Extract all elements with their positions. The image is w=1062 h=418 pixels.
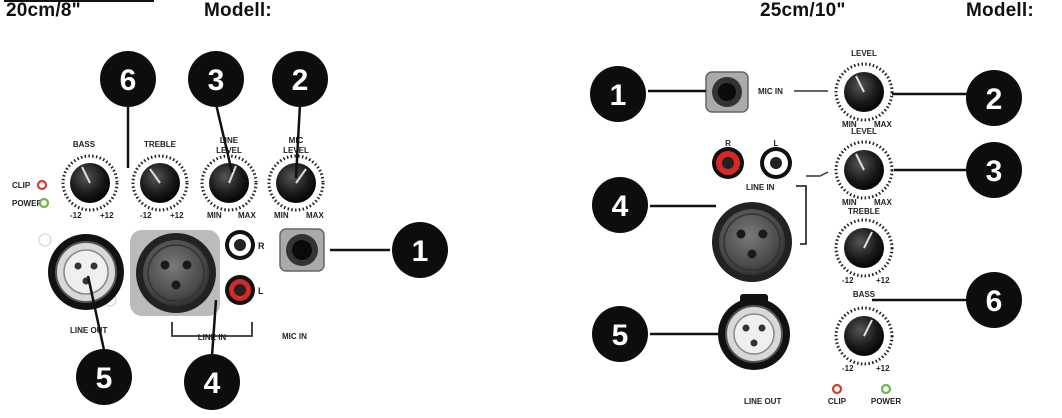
- right-mic-level-knob[interactable]: LEVEL MIN MAX: [834, 49, 894, 129]
- left-line-level-max: MAX: [238, 211, 256, 220]
- left-callout-3: 3: [188, 51, 244, 107]
- left-callout-4: 4: [184, 354, 240, 410]
- left-line-level-label-2: LEVEL: [216, 146, 242, 155]
- right-size-heading: 25cm/10": [760, 0, 846, 21]
- right-bass-label: BASS: [853, 290, 876, 299]
- right-mic-level-label: LEVEL: [851, 49, 877, 58]
- left-line-in-xlr[interactable]: [130, 230, 220, 316]
- left-bass-knob[interactable]: BASS -12 +12: [61, 140, 119, 220]
- left-callout-5: 5: [76, 349, 132, 405]
- right-bass-max: +12: [876, 364, 890, 373]
- right-panel: MIC IN LEVEL MIN MAX LEVEL MIN MAX TREBL…: [590, 49, 1022, 406]
- left-mic-level-max: MAX: [306, 211, 324, 220]
- right-treble-min: -12: [842, 276, 854, 285]
- right-rca-r-label: R: [725, 139, 731, 148]
- left-line-out-label: LINE OUT: [70, 326, 107, 335]
- svg-text:2: 2: [986, 83, 1003, 116]
- right-rca-r-jack[interactable]: R: [712, 139, 744, 179]
- right-treble-max: +12: [876, 276, 890, 285]
- svg-text:1: 1: [610, 79, 627, 112]
- left-clip-led-label: CLIP: [12, 181, 31, 190]
- left-line-level-min: MIN: [207, 211, 222, 220]
- right-power-led-label: POWER: [871, 397, 901, 406]
- left-treble-knob[interactable]: TREBLE -12 +12: [131, 140, 189, 220]
- svg-text:4: 4: [204, 367, 221, 400]
- right-callout-6: 6: [966, 272, 1022, 328]
- left-bass-min: -12: [70, 211, 82, 220]
- left-line-out-jack[interactable]: LINE OUT: [38, 233, 124, 335]
- right-mic-level-min: MIN: [842, 120, 857, 129]
- svg-text:5: 5: [612, 319, 629, 352]
- left-panel: CLIP POWER BASS -12 +12 TREBLE -12 +12 L…: [12, 51, 448, 410]
- right-callout-1: 1: [590, 66, 646, 122]
- svg-text:1: 1: [412, 235, 429, 268]
- right-line-level-min: MIN: [842, 198, 857, 207]
- right-bass-knob[interactable]: BASS -12 +12: [834, 290, 894, 373]
- svg-text:6: 6: [986, 285, 1003, 318]
- left-mic-level-knob[interactable]: MIC LEVEL MIN MAX: [267, 136, 325, 220]
- right-callout-2: 2: [966, 70, 1022, 126]
- left-line-level-label-1: LINE: [220, 136, 239, 145]
- left-clip-led: CLIP: [12, 179, 48, 191]
- left-callout-6: 6: [100, 51, 156, 107]
- right-line-in-label: LINE IN: [746, 183, 775, 192]
- right-clip-led-label: CLIP: [828, 397, 847, 406]
- left-treble-min: -12: [140, 211, 152, 220]
- right-line-in-bracket: [796, 185, 807, 245]
- right-model-heading: Modell:: [966, 0, 1034, 21]
- left-mic-in-jack[interactable]: MIC IN: [279, 228, 325, 341]
- left-rca-l-label: L: [258, 286, 264, 296]
- right-line-level-label: LEVEL: [851, 127, 877, 136]
- left-callout-2: 2: [272, 51, 328, 107]
- left-power-led: POWER: [12, 197, 50, 209]
- svg-text:2: 2: [292, 64, 309, 97]
- left-power-led-label: POWER: [12, 199, 42, 208]
- right-callout-3: 3: [966, 142, 1022, 198]
- right-power-led: POWER: [871, 383, 901, 406]
- left-line-level-knob[interactable]: LINE LEVEL MIN MAX: [200, 136, 258, 220]
- right-line-level-knob[interactable]: LEVEL MIN MAX: [834, 127, 894, 207]
- left-bass-label: BASS: [73, 140, 96, 149]
- right-clip-led: CLIP: [828, 383, 847, 406]
- left-rca-r-jack[interactable]: R: [225, 230, 265, 260]
- left-callout-1: 1: [392, 222, 448, 278]
- left-heading-underline: [4, 0, 154, 2]
- svg-text:3: 3: [208, 64, 225, 97]
- right-treble-knob[interactable]: TREBLE -12 +12: [834, 207, 894, 285]
- right-line-in-xlr[interactable]: [712, 202, 792, 282]
- right-rca-l-jack[interactable]: L: [760, 139, 792, 179]
- left-treble-label: TREBLE: [144, 140, 177, 149]
- svg-text:4: 4: [612, 190, 629, 223]
- right-mic-level-max: MAX: [874, 120, 892, 129]
- left-mic-in-label: MIC IN: [282, 332, 307, 341]
- left-rca-r-label: R: [258, 241, 265, 251]
- left-size-heading: 20cm/8": [6, 0, 81, 21]
- right-rca-l-label: L: [774, 139, 779, 148]
- right-line-out-label: LINE OUT: [744, 397, 781, 406]
- left-treble-max: +12: [170, 211, 184, 220]
- left-model-heading: Modell:: [204, 0, 272, 21]
- right-mic-in-label: MIC IN: [758, 87, 783, 96]
- left-bass-max: +12: [100, 211, 114, 220]
- right-treble-label: TREBLE: [848, 207, 881, 216]
- svg-text:5: 5: [96, 362, 113, 395]
- left-mic-level-label-2: LEVEL: [283, 146, 309, 155]
- right-callout-5: 5: [592, 306, 648, 362]
- left-mic-level-min: MIN: [274, 211, 289, 220]
- right-bass-min: -12: [842, 364, 854, 373]
- right-callout-4: 4: [592, 177, 648, 233]
- left-mic-level-label-1: MIC: [289, 136, 304, 145]
- right-mic-in-jack[interactable]: MIC IN: [705, 71, 828, 113]
- right-line-out-jack[interactable]: LINE OUT: [718, 294, 790, 406]
- svg-text:6: 6: [120, 64, 137, 97]
- right-line-level-max: MAX: [874, 198, 892, 207]
- svg-text:3: 3: [986, 155, 1003, 188]
- left-rca-l-jack[interactable]: L: [225, 275, 264, 305]
